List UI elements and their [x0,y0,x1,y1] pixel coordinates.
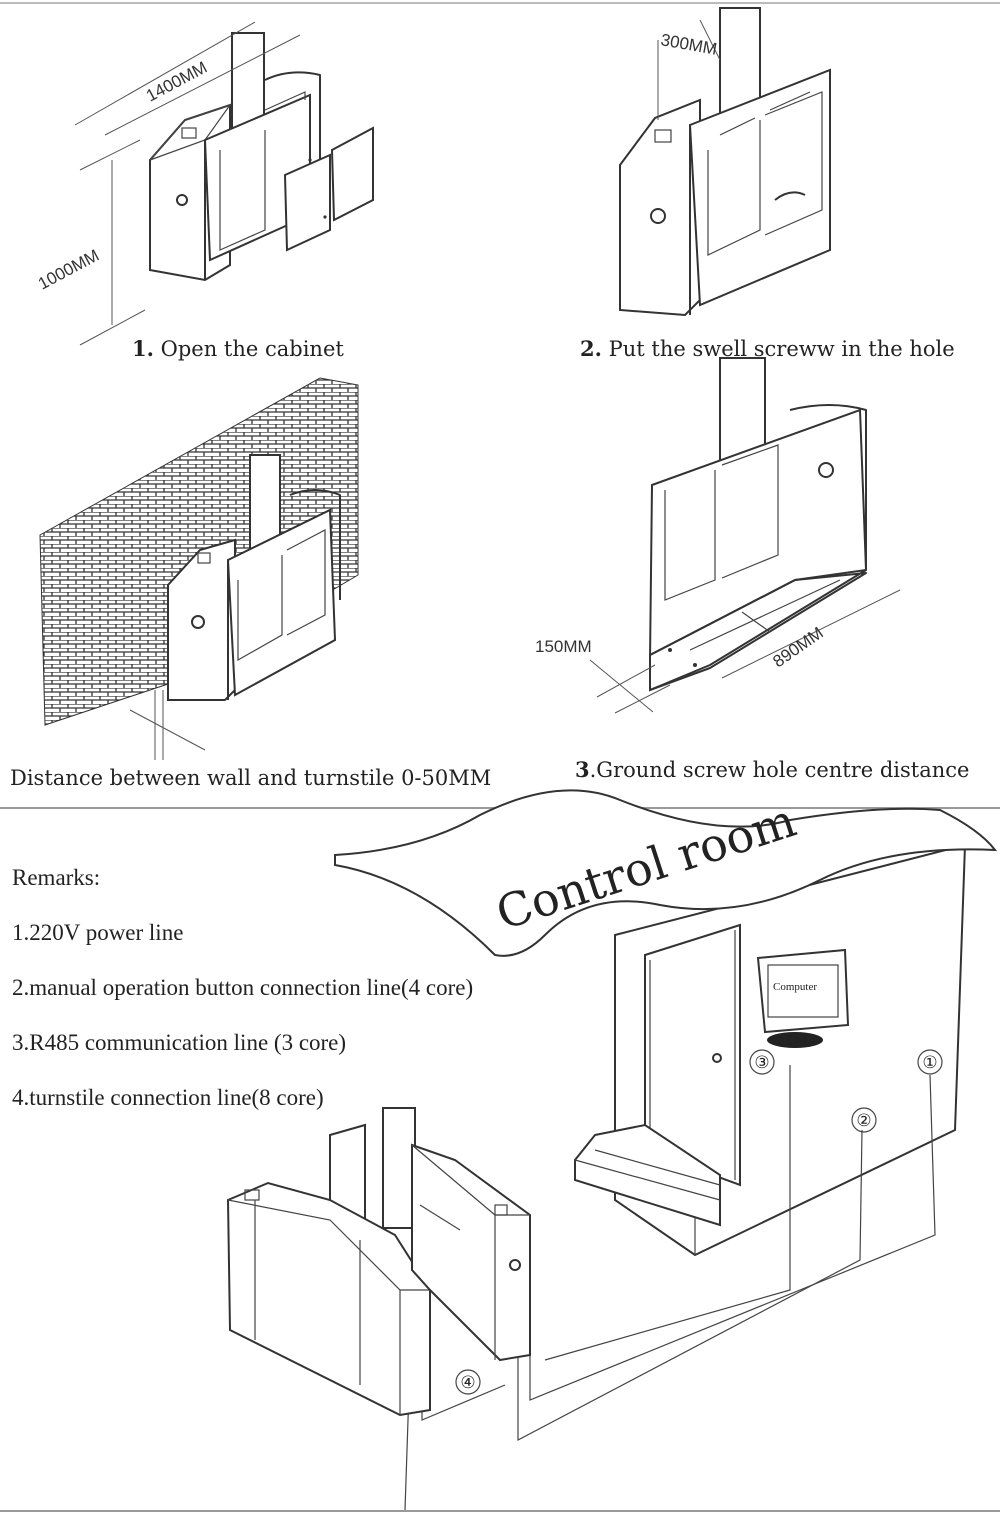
remarks-title: Remarks: [12,865,100,890]
marker-4: ④ [460,1373,475,1392]
computer-icon: Computer [756,948,850,1048]
flap-turnstile-bottom [226,1107,531,1417]
remark-item: 3.R485 communication line (3 core) [12,1030,346,1055]
dim-1000mm: 1000MM [35,246,102,294]
computer-label: Computer [773,981,817,993]
step3-caption: 3.Ground screw hole centre distance [575,757,969,782]
wall-distance-caption: Distance between wall and turnstile 0-50… [10,766,491,790]
wall-turnstile-drawing [129,454,341,760]
marker-2: ② [856,1111,871,1130]
wire-markers: ① ② ③ ④ [455,1049,943,1395]
step1-caption: 1. Open the cabinet [132,336,344,361]
step2-turnstile-drawing: 300MM [619,7,831,317]
remark-item: 4.turnstile connection line(8 core) [12,1085,324,1110]
dim-300mm: 300MM [659,30,718,59]
step1-turnstile-drawing [149,32,374,282]
remark-item: 1.220V power line [12,920,183,945]
marker-3: ③ [754,1053,769,1072]
step3-turnstile-drawing: 150MM 890MM [535,357,901,714]
marker-1: ① [922,1053,937,1072]
step2-caption: 2. Put the swell screww in the hole [580,336,955,361]
remark-item: 2.manual operation button connection lin… [12,975,473,1000]
dim-150mm: 150MM [535,637,592,656]
dim-890mm: 890MM [769,623,826,671]
control-room-building: Control room [334,789,998,1257]
